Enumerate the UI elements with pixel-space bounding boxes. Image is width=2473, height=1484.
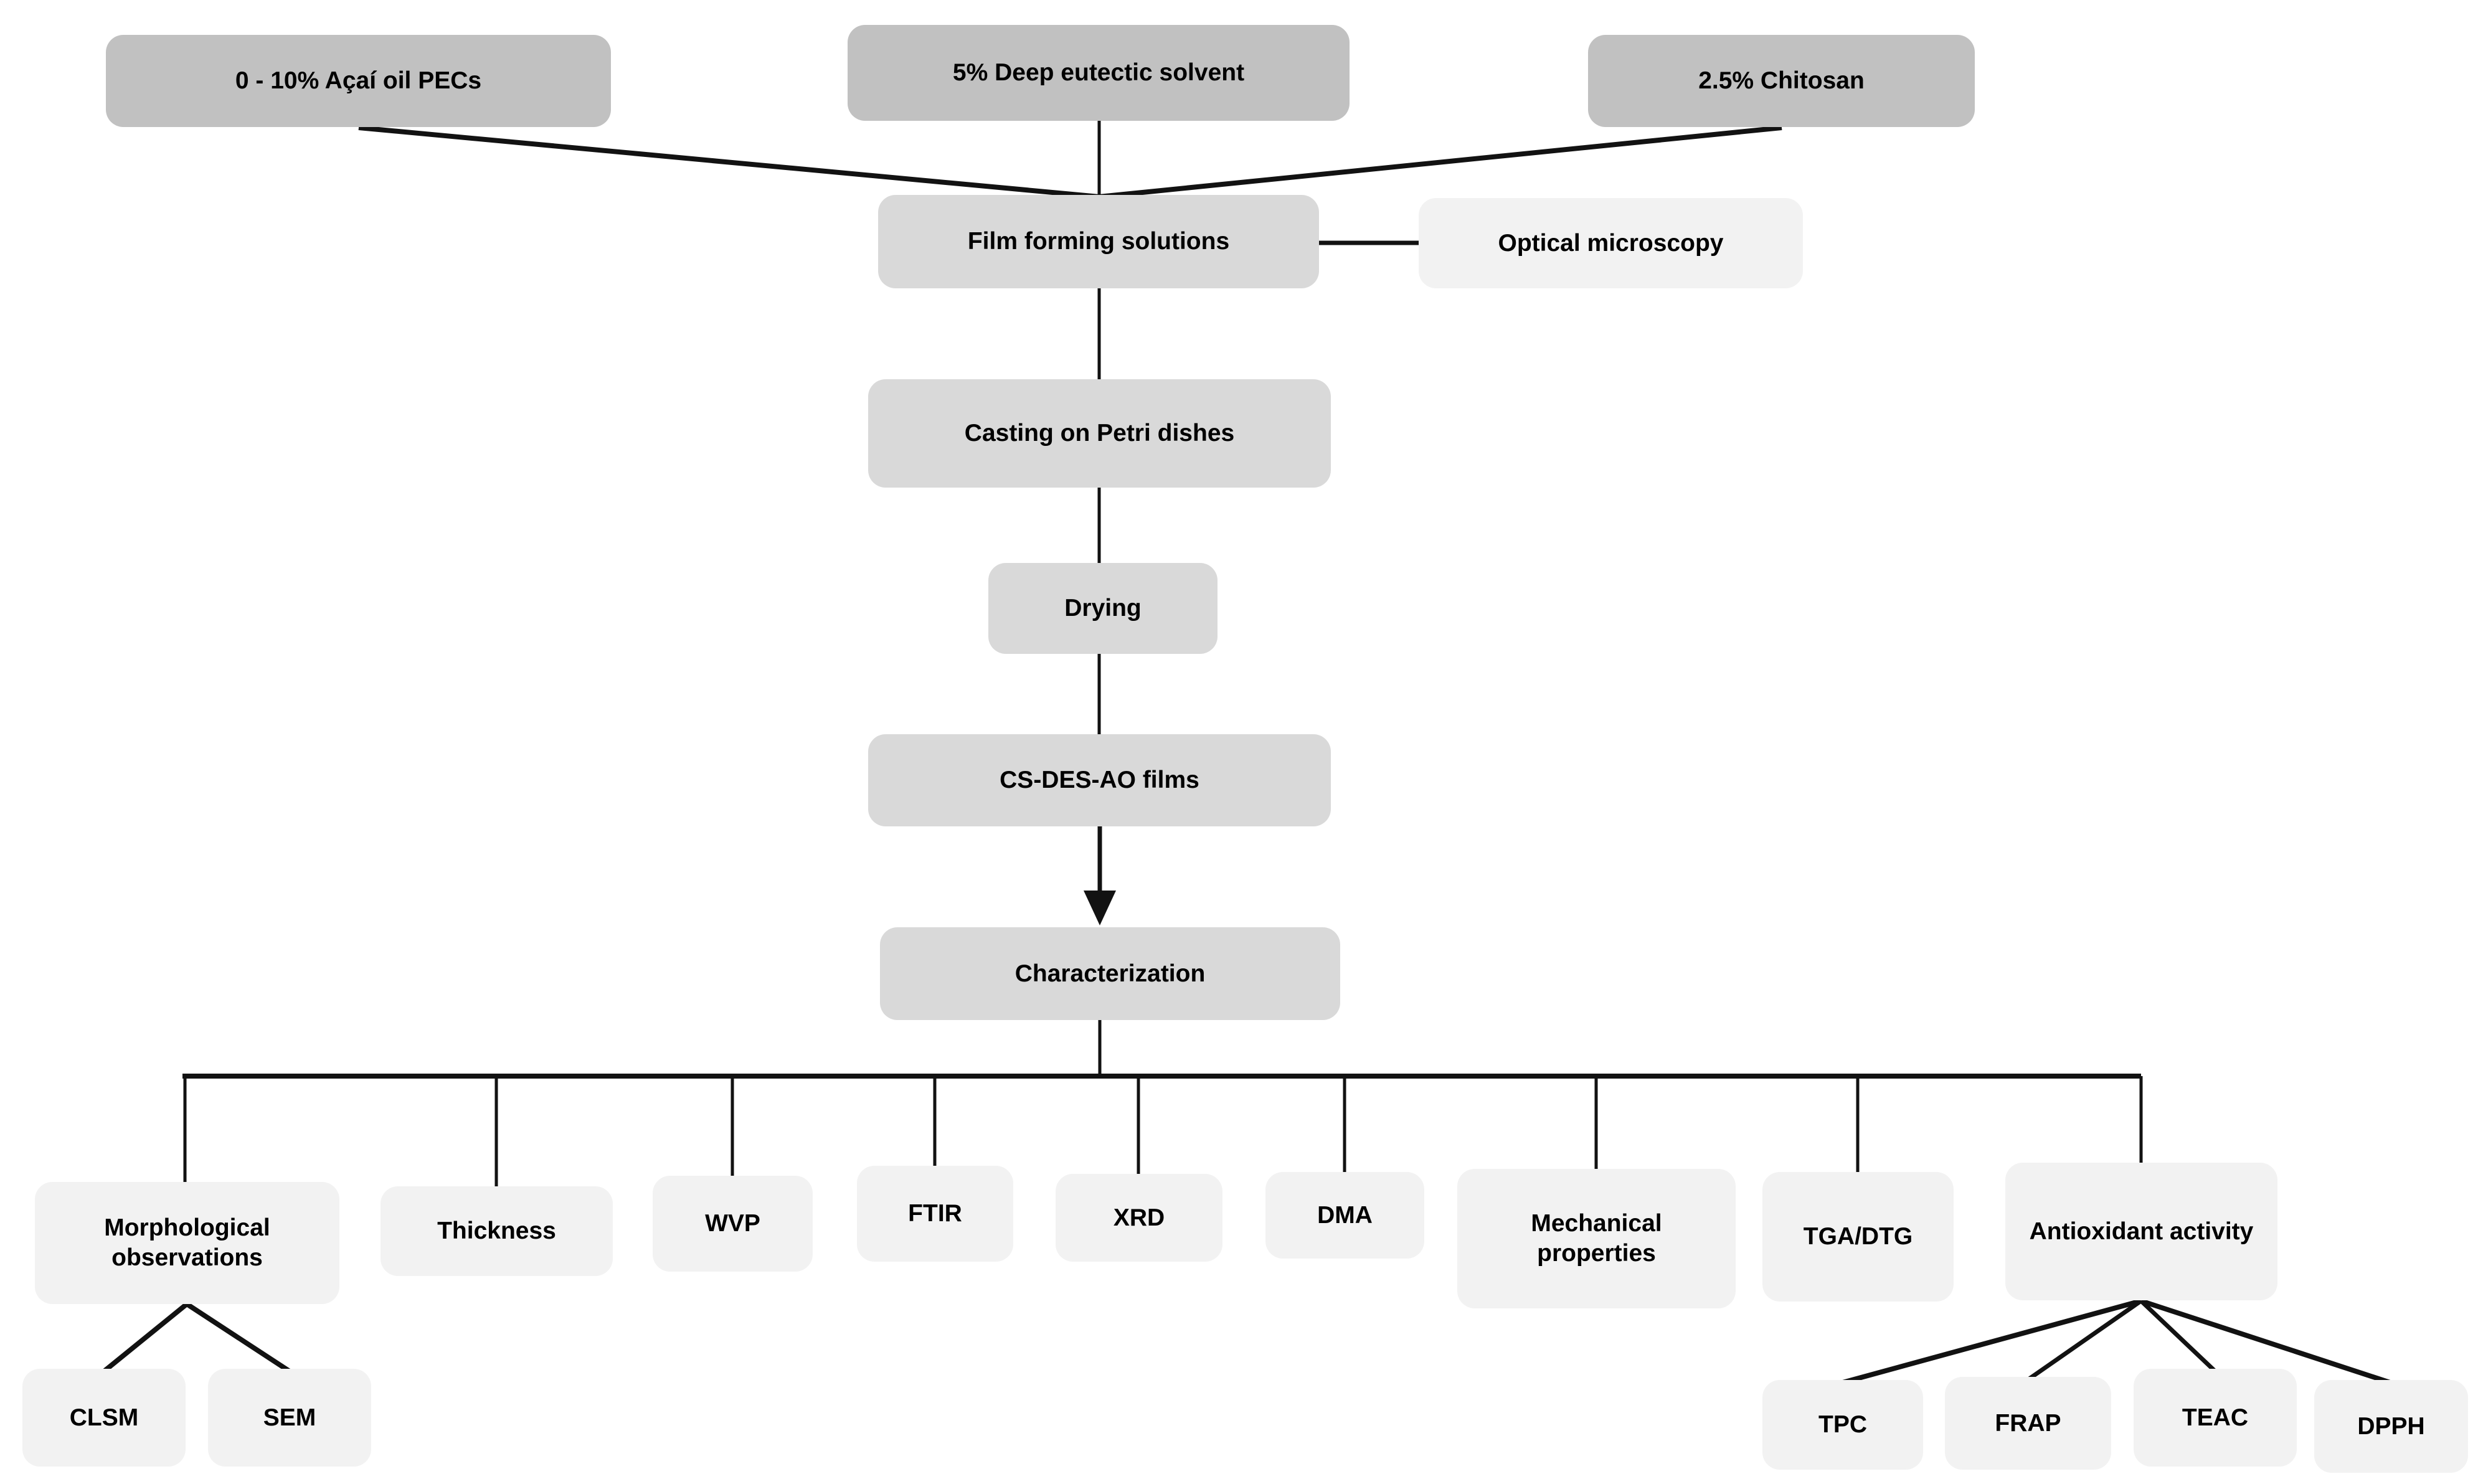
- node-cs-des-ao-films: CS-DES-AO films: [868, 734, 1331, 826]
- node-deep-eutectic-solvent: 5% Deep eutectic solvent: [848, 25, 1350, 121]
- node-teac: TEAC: [2134, 1369, 2297, 1467]
- node-dpph: DPPH: [2314, 1380, 2468, 1473]
- node-drying: Drying: [988, 563, 1218, 654]
- edge-chitosan-to-ffs: [1099, 125, 1782, 199]
- node-frap: FRAP: [1945, 1377, 2111, 1470]
- node-optical-microscopy: Optical microscopy: [1419, 198, 1803, 288]
- edge-morph-to-sem: [185, 1302, 291, 1374]
- node-morphological-observations: Morphological observations: [35, 1182, 339, 1304]
- edge-antiox-to-tpc: [1842, 1298, 2142, 1385]
- node-wvp: WVP: [653, 1176, 813, 1272]
- arrowhead-down: [1084, 891, 1116, 925]
- node-sem: SEM: [208, 1369, 371, 1467]
- edge-morph-to-clsm: [102, 1302, 189, 1374]
- edge-antiox-to-dpph: [2140, 1298, 2391, 1385]
- node-thickness: Thickness: [381, 1186, 613, 1276]
- node-chitosan: 2.5% Chitosan: [1588, 35, 1975, 127]
- node-characterization: Characterization: [880, 927, 1340, 1020]
- node-xrd: XRD: [1056, 1174, 1222, 1262]
- node-casting-petri-dishes: Casting on Petri dishes: [868, 379, 1331, 488]
- edge-antiox-to-teac: [2139, 1299, 2217, 1373]
- node-film-forming-solutions: Film forming solutions: [878, 195, 1319, 288]
- node-clsm: CLSM: [22, 1369, 186, 1467]
- node-dma: DMA: [1265, 1172, 1424, 1259]
- edge-acai-to-ffs: [358, 125, 1100, 199]
- edge-antiox-to-frap: [2027, 1299, 2142, 1381]
- node-mechanical-properties: Mechanical properties: [1457, 1169, 1736, 1308]
- node-antioxidant-activity: Antioxidant activity: [2005, 1163, 2277, 1300]
- node-tpc: TPC: [1762, 1380, 1923, 1470]
- node-acai-oil-pecs: 0 - 10% Açaí oil PECs: [106, 35, 611, 127]
- node-ftir: FTIR: [857, 1166, 1013, 1262]
- node-tga-dtg: TGA/DTG: [1762, 1172, 1954, 1302]
